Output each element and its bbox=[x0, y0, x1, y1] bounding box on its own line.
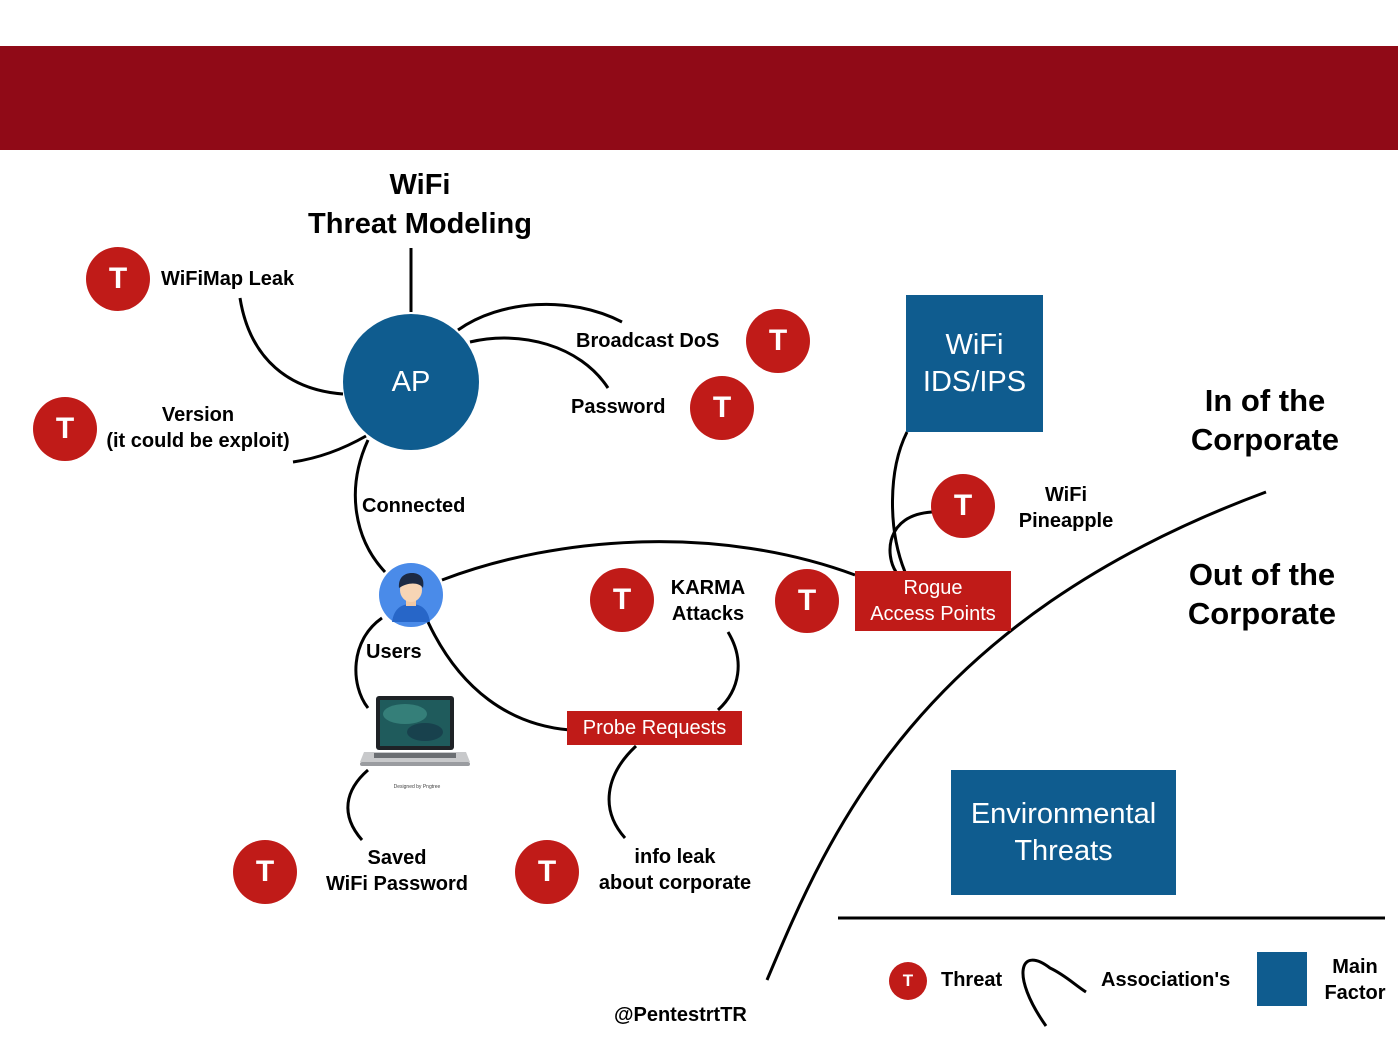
users-to-rogue-line bbox=[441, 540, 856, 582]
pineapple-line2: Pineapple bbox=[1018, 510, 1114, 532]
laptop-caption: Designed by Pngtree bbox=[393, 784, 441, 790]
diagram-title: WiFi Threat Modeling bbox=[270, 166, 570, 244]
karma-label: KARMA Attacks bbox=[664, 575, 752, 627]
threat-icon-broadcast-dos: T bbox=[746, 309, 810, 373]
legend-associations-label: Association's bbox=[1101, 969, 1231, 991]
environmental-threats-box: Environmental Threats bbox=[951, 770, 1176, 895]
saved-password-line2: WiFi Password bbox=[325, 873, 469, 895]
legend-association-line bbox=[1021, 958, 1087, 1027]
ids-line1: WiFi bbox=[945, 328, 1004, 361]
version-label: Version (it could be exploit) bbox=[96, 402, 300, 454]
wifi-ids-ips-box: WiFi IDS/IPS bbox=[906, 295, 1043, 432]
probe-requests-box: Probe Requests bbox=[567, 711, 742, 745]
users-label: Users bbox=[366, 641, 422, 663]
saved-password-line1: Saved bbox=[367, 847, 427, 869]
karma-line2: Attacks bbox=[671, 603, 745, 625]
threat-icon-password: T bbox=[690, 376, 754, 440]
pineapple-line1: WiFi bbox=[1044, 484, 1088, 506]
env-line2: Threats bbox=[1014, 834, 1113, 867]
version-line bbox=[292, 434, 367, 464]
threat-icon-rogue: T bbox=[775, 569, 839, 633]
broadcast-dos-label: Broadcast DoS bbox=[576, 330, 720, 352]
legend-threat-icon: T bbox=[889, 962, 927, 1000]
legend-main-line1: Main bbox=[1332, 956, 1378, 978]
threat-icon-info-leak: T bbox=[515, 840, 579, 904]
ap-node: AP bbox=[343, 314, 479, 450]
header-banner bbox=[0, 46, 1398, 150]
password-label: Password bbox=[571, 396, 666, 418]
threat-icon-karma: T bbox=[590, 568, 654, 632]
wifi-pineapple-label: WiFi Pineapple bbox=[1010, 482, 1122, 534]
legend-threat-label: Threat bbox=[941, 969, 1003, 991]
rogue-line1: Rogue bbox=[903, 577, 963, 599]
threat-icon-pineapple: T bbox=[931, 474, 995, 538]
probe-to-infoleak-line bbox=[607, 744, 638, 839]
karma-line1: KARMA bbox=[670, 577, 746, 599]
boundary-line bbox=[765, 490, 1267, 981]
broadcast-dos-line bbox=[457, 302, 623, 332]
saved-password-label: Saved WiFi Password bbox=[310, 845, 484, 897]
threat-icon-saved-password: T bbox=[233, 840, 297, 904]
wifimap-leak-label: WiFiMap Leak bbox=[161, 268, 295, 290]
karma-to-probe-line bbox=[716, 631, 740, 712]
users-to-laptop-line bbox=[354, 616, 383, 709]
out-corporate-label: Out of the Corporate bbox=[1166, 555, 1358, 633]
laptop-to-saved-line bbox=[346, 768, 369, 841]
title-line2: Threat Modeling bbox=[308, 208, 532, 240]
title-line1: WiFi bbox=[389, 169, 451, 201]
info-leak-label: info leak about corporate bbox=[585, 844, 765, 896]
user-avatar-icon bbox=[379, 563, 443, 627]
rogue-access-points-box: Rogue Access Points bbox=[855, 571, 1011, 631]
in-corporate-line2: Corporate bbox=[1190, 422, 1340, 457]
password-line bbox=[469, 336, 610, 389]
rogue-line2: Access Points bbox=[870, 603, 996, 625]
users-to-probe-line bbox=[426, 621, 571, 732]
legend-main-factor-swatch bbox=[1257, 952, 1307, 1006]
wifimap-line bbox=[238, 297, 344, 396]
version-line1: Version bbox=[161, 404, 235, 426]
laptop-icon bbox=[360, 696, 470, 766]
ids-line2: IDS/IPS bbox=[922, 365, 1027, 398]
info-leak-line2: about corporate bbox=[598, 872, 752, 894]
threat-icon-wifimap: T bbox=[86, 247, 150, 311]
connected-line bbox=[353, 439, 387, 574]
legend-main-factor-label: Main Factor bbox=[1316, 954, 1394, 1006]
info-leak-line1: info leak bbox=[634, 846, 716, 868]
env-line1: Environmental bbox=[970, 797, 1157, 830]
in-corporate-line1: In of the bbox=[1204, 383, 1326, 418]
author-handle: @PentestrtTR bbox=[614, 1004, 747, 1026]
legend-main-line2: Factor bbox=[1324, 982, 1386, 1004]
connected-label: Connected bbox=[362, 495, 466, 517]
in-corporate-label: In of the Corporate bbox=[1170, 381, 1360, 459]
ids-to-rogue-line bbox=[891, 431, 909, 573]
ap-label: AP bbox=[391, 365, 431, 398]
pineapple-to-rogue-line bbox=[888, 510, 933, 573]
version-line2: (it could be exploit) bbox=[106, 430, 290, 452]
threat-icon-version: T bbox=[33, 397, 97, 461]
out-corporate-line2: Corporate bbox=[1187, 596, 1337, 631]
out-corporate-line1: Out of the bbox=[1188, 557, 1336, 592]
